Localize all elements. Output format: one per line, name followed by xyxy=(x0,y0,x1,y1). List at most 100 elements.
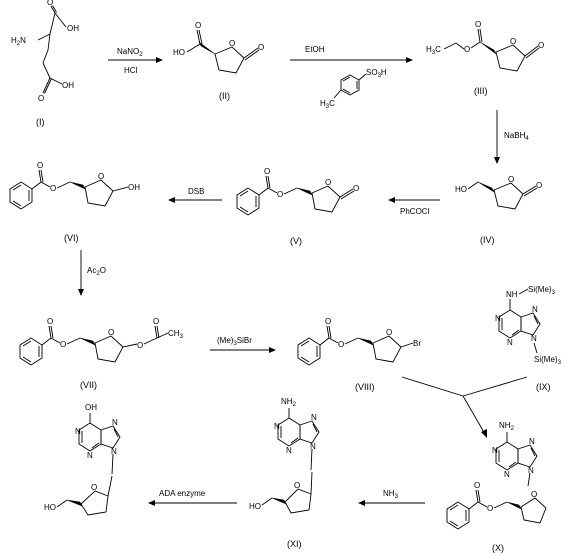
carbonyl-oxygen: O xyxy=(325,317,331,326)
compound-X: NH2 N N N N O O O (X) xyxy=(446,421,547,553)
carbonyl-oxygen: O xyxy=(258,43,264,52)
ring-oxygen: O xyxy=(508,175,514,184)
compound-III: H3C O O O O (III) xyxy=(426,20,544,96)
compound-final: OH N N N N HO O xyxy=(44,403,121,516)
ring-nitrogen: N xyxy=(531,334,537,343)
compound-label: (VIII) xyxy=(355,382,375,392)
hydroxyl-label: HO xyxy=(455,185,467,194)
compound-label: (I) xyxy=(36,117,45,127)
sulfonic-acid-label: SO3H xyxy=(366,68,387,79)
trimethylsilyl-label: Si(Me)3 xyxy=(534,355,562,366)
amino-label: NH2 xyxy=(499,421,515,432)
reagent-hcl: HCl xyxy=(124,66,138,75)
reagent-nh3: NH3 xyxy=(383,489,399,500)
compound-label: (X) xyxy=(492,543,504,553)
reagent-ac2o: Ac2O xyxy=(87,266,106,277)
reagent-nano2: NaNO2 xyxy=(117,47,143,58)
ester-oxygen: O xyxy=(50,184,56,193)
carbonyl-oxygen: O xyxy=(47,0,53,7)
arrow-step-10: ADA enzyme xyxy=(148,489,237,506)
ring-nitrogen: N xyxy=(286,446,292,455)
ring-nitrogen: N xyxy=(75,427,81,436)
ring-nitrogen: N xyxy=(495,314,501,323)
compound-I: H2N O OH O OH (I) xyxy=(11,0,79,127)
carbonyl-oxygen: O xyxy=(38,94,44,103)
ring-nitrogen: N xyxy=(111,447,117,456)
compound-label: (VII) xyxy=(80,380,97,390)
arrow-step-1: NaNO2 HCl xyxy=(108,47,163,75)
carbonyl-oxygen: O xyxy=(264,167,270,176)
compound-XI: NH2 N N N N HO O (XI) xyxy=(249,397,320,549)
arrow-step-7: (Me)3SiBr xyxy=(210,336,276,353)
ring-nitrogen: N xyxy=(528,466,534,475)
carbonyl-oxygen: O xyxy=(474,481,480,490)
carbonyl-oxygen: O xyxy=(538,41,544,50)
arrow-step-9: NH3 xyxy=(358,489,425,506)
compound-VII: O O O O O CH3 (VII) xyxy=(19,317,184,390)
reagent-nabh4: NaBH4 xyxy=(504,131,529,142)
hydroxyl-label: HO xyxy=(173,48,185,57)
amine-label: H2N xyxy=(11,36,26,47)
ring-nitrogen: N xyxy=(310,442,316,451)
carbonyl-oxygen: O xyxy=(37,161,43,170)
compound-IX: NH Si(Me)3 N N N N Si(Me)3 (IX) xyxy=(495,285,562,392)
compound-VI: O O O OH (VI) xyxy=(9,161,140,243)
trimethylsilyl-label: Si(Me)3 xyxy=(528,285,556,296)
reagent-me3sibr: (Me)3SiBr xyxy=(217,336,252,347)
ring-nitrogen: N xyxy=(507,338,513,347)
compound-label: (IX) xyxy=(536,382,551,392)
ring-oxygen: O xyxy=(325,178,331,187)
hydroxyl-label: HO xyxy=(44,503,56,512)
ester-oxygen: O xyxy=(487,504,493,513)
ring-nitrogen: N xyxy=(112,418,118,427)
ring-oxygen: O xyxy=(91,483,97,492)
compound-label: (IV) xyxy=(480,235,495,245)
tosyl-ring xyxy=(340,74,360,96)
reagent-etoh: EtOH xyxy=(305,45,325,54)
arrow-step-4: PhCOCl xyxy=(388,197,440,216)
ring-oxygen: O xyxy=(229,39,235,48)
ring-oxygen: O xyxy=(98,172,104,181)
compound-label: (II) xyxy=(219,91,230,101)
compound-label: (V) xyxy=(290,236,302,246)
arrow-step-2: EtOH SO3H H3C xyxy=(290,45,413,110)
carbonyl-oxygen: O xyxy=(475,20,481,29)
carbonyl-oxygen: O xyxy=(195,21,201,30)
ring-nitrogen: N xyxy=(492,446,498,455)
carbonyl-oxygen: O xyxy=(47,317,53,326)
compound-label: (VI) xyxy=(64,233,79,243)
hydroxyl-label: OH xyxy=(128,183,140,192)
hydroxyl-label: OH xyxy=(85,403,97,412)
ester-oxygen: O xyxy=(277,190,283,199)
methyl-label: H3C xyxy=(426,45,441,56)
carbonyl-oxygen: O xyxy=(153,317,159,326)
methyl-label: H3C xyxy=(320,99,335,110)
hydroxyl-label: OH xyxy=(62,81,74,90)
ring-nitrogen: N xyxy=(529,437,535,446)
ester-oxygen: O xyxy=(60,340,66,349)
carbonyl-oxygen: O xyxy=(536,181,542,190)
ester-oxygen: O xyxy=(338,340,344,349)
hydroxyl-label: HO xyxy=(249,502,261,511)
ring-nitrogen: N xyxy=(311,413,317,422)
ring-nitrogen: N xyxy=(504,470,510,479)
ester-oxygen: O xyxy=(464,45,470,54)
methyl-label: CH3 xyxy=(168,329,184,340)
ring-nitrogen: N xyxy=(274,422,280,431)
reagent-ada-enzyme: ADA enzyme xyxy=(159,489,206,498)
ester-oxygen: O xyxy=(137,341,143,350)
bromine-label: Br xyxy=(413,339,421,348)
reagent-dsb: DSB xyxy=(188,187,204,196)
compound-label: (III) xyxy=(474,86,488,96)
compound-label: (XI) xyxy=(287,539,302,549)
reagent-phcocl: PhCOCl xyxy=(400,207,430,216)
compound-II: O HO O O (II) xyxy=(173,21,264,101)
ring-nitrogen: N xyxy=(87,451,93,460)
compound-VIII: O O O Br (VIII) xyxy=(297,317,421,392)
arrow-step-8 xyxy=(401,376,528,438)
compound-IV: HO O O (IV) xyxy=(455,175,542,245)
compound-V: O O O O (V) xyxy=(236,167,359,246)
ring-oxygen: O xyxy=(108,328,114,337)
ring-nitrogen: N xyxy=(532,305,538,314)
